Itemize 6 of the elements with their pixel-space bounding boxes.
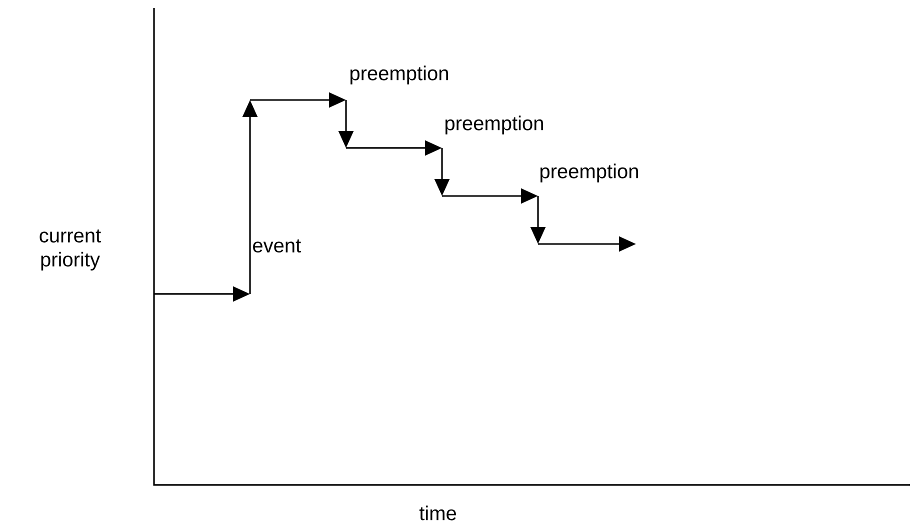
annotation-label: preemption — [350, 66, 448, 84]
annotation-label: event — [253, 239, 301, 253]
axis-label: time — [419, 506, 456, 520]
axis-label: current priority — [40, 229, 101, 271]
annotation-label: preemption — [540, 164, 638, 182]
annotation-label: preemption — [446, 116, 543, 134]
